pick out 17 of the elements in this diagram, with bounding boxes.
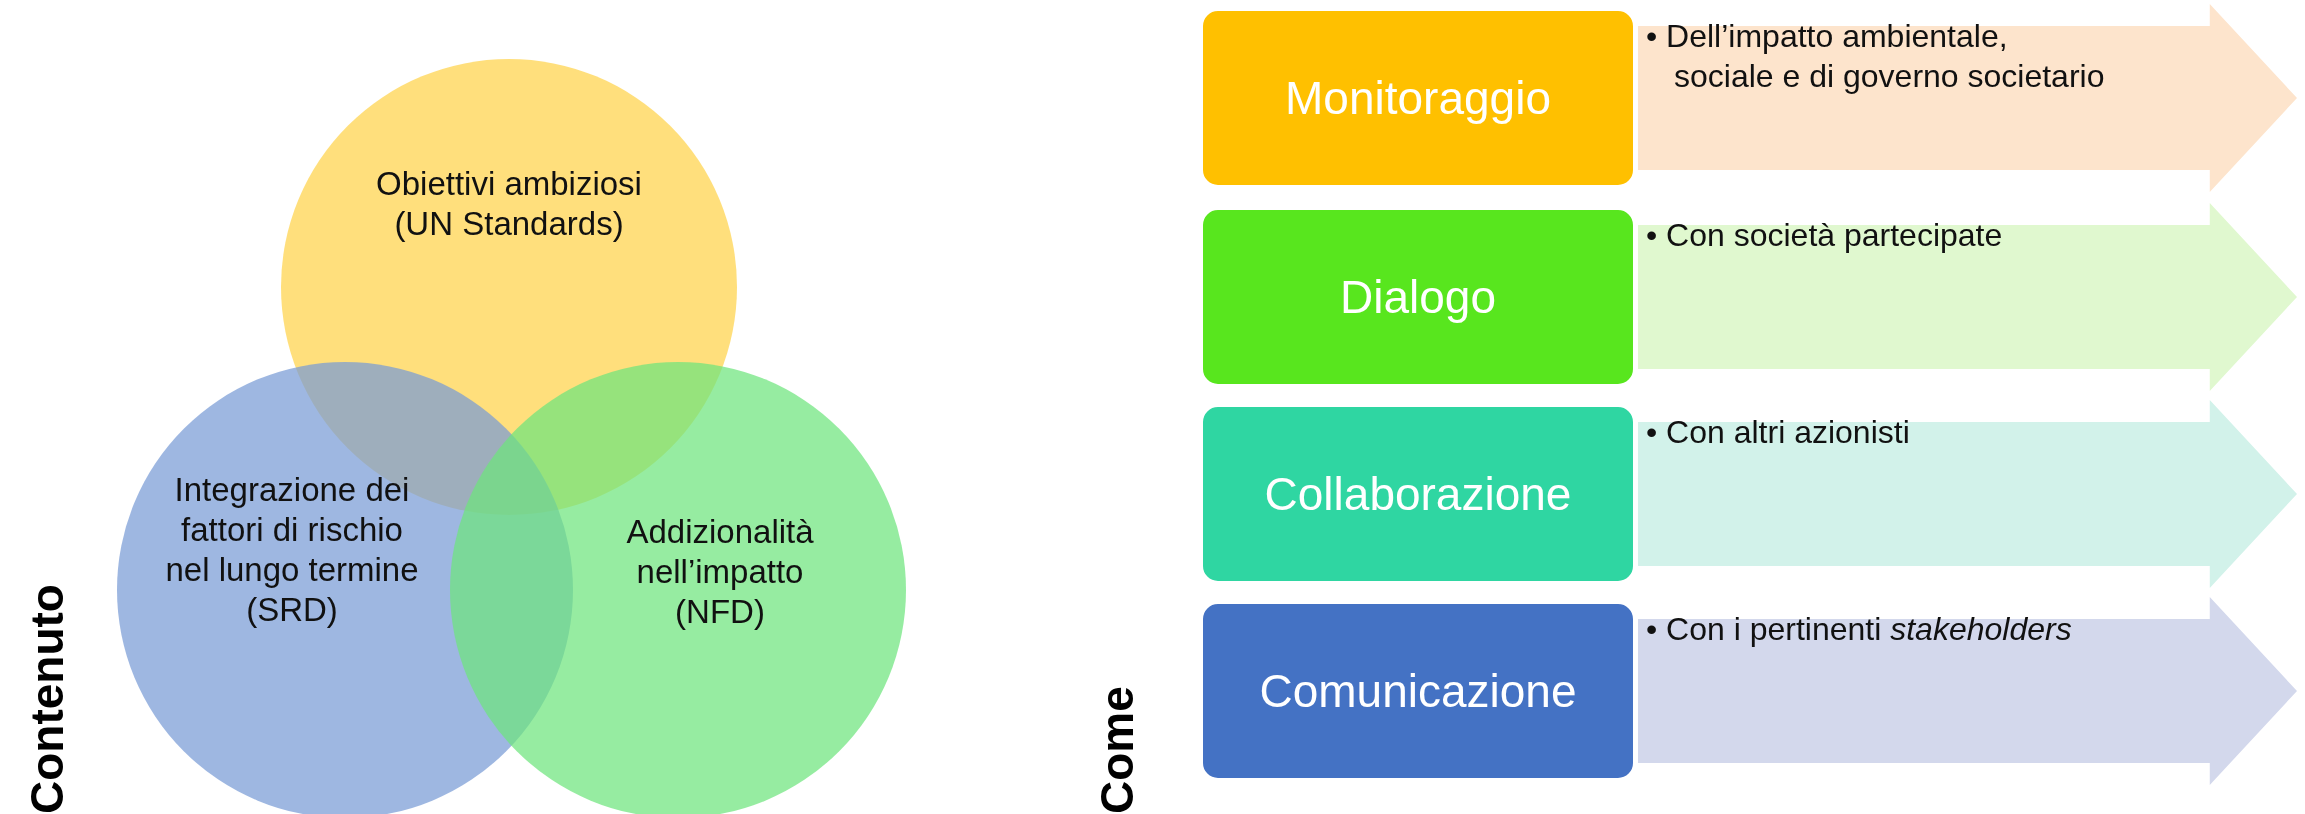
side-label: Come xyxy=(1090,686,1144,814)
bullet-text: • Con società partecipate xyxy=(1646,216,2004,255)
label-box: Monitoraggio xyxy=(1200,8,1636,188)
bullet-text: • Con altri azionisti xyxy=(1646,413,1911,452)
circle-label: Integrazione dei fattori di rischio nel lungo termine (SRD) xyxy=(164,470,420,630)
pointed-banner xyxy=(1638,4,2297,192)
bullet-text: • Con i pertinenti stakeholders xyxy=(1646,610,2073,649)
label-box: Dialogo xyxy=(1200,207,1636,387)
bullet-text: • Dell’impatto ambientale, sociale e di governo societario xyxy=(1646,17,2106,96)
label-box: Comunicazione xyxy=(1200,601,1636,781)
pointed-banner xyxy=(1638,597,2297,785)
circle-label: Addizionalità nell’impatto (NFD) xyxy=(625,512,815,632)
side-label: Contenuto xyxy=(20,584,74,814)
pointed-banner xyxy=(1638,400,2297,588)
circle-label: Obiettivi ambiziosi (UN Standards) xyxy=(376,164,642,244)
pointed-banner xyxy=(1638,203,2297,391)
label-box: Collaborazione xyxy=(1200,404,1636,584)
